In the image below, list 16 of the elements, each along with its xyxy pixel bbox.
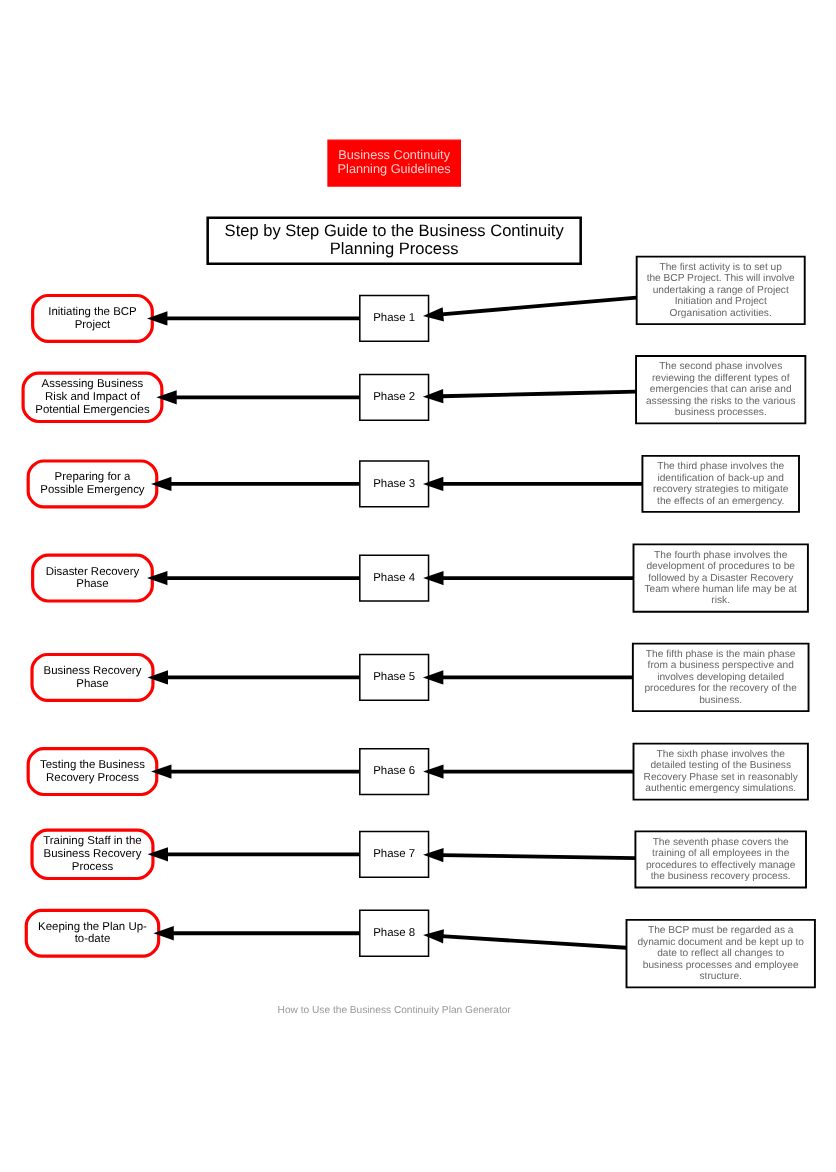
arrow xyxy=(422,846,635,862)
arrow xyxy=(422,928,626,949)
arrow xyxy=(152,925,359,940)
arrow xyxy=(150,475,359,491)
arrow xyxy=(146,846,359,861)
arrow xyxy=(155,389,359,404)
arrow xyxy=(422,569,633,585)
arrow xyxy=(146,310,359,325)
arrow xyxy=(421,475,642,491)
arrow xyxy=(422,763,633,778)
arrow xyxy=(146,569,359,585)
arrow xyxy=(146,669,359,684)
arrow xyxy=(421,669,632,684)
arrow xyxy=(421,388,636,403)
arrow xyxy=(421,294,636,321)
arrow xyxy=(150,763,359,778)
